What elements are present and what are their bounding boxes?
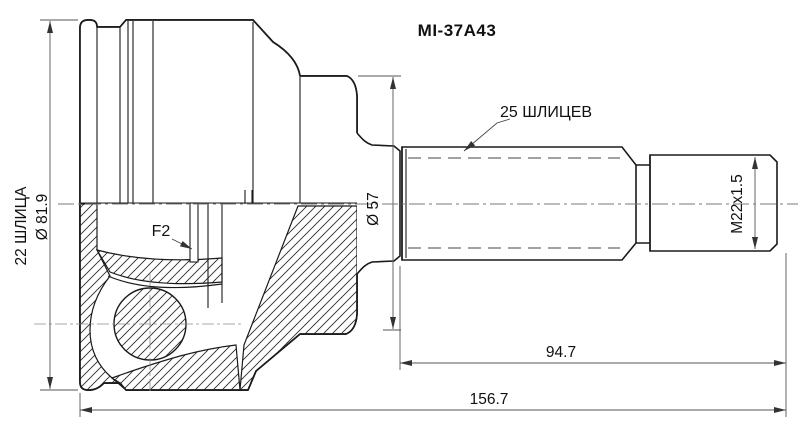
annotations: MI-37A43 25 ШЛИЦЕВ F2 22 ШЛИЦА Ø 81.9 Ø … [13,21,746,408]
section-bottom-band [110,344,241,391]
part-number-label: MI-37A43 [418,21,497,40]
spline-root-lines [408,157,620,249]
leader-snap-ring [171,238,193,250]
thread-section [649,154,778,252]
snap-ring-label: F2 [152,223,171,240]
spline-section [401,146,637,261]
thread-spec-label: M22x1.5 [729,174,746,233]
snap-ring-groove-feature [189,202,199,263]
body-diameter-label: Ø 81.9 [34,194,51,241]
dimensions [40,19,787,417]
section-right-wedge [239,205,358,391]
step-diameter-label: Ø 57 [365,192,382,226]
output-shaft [356,132,778,275]
ball-center-crosshair [34,274,242,392]
cv-joint-body [34,19,358,392]
shaft-neck-groove [636,164,650,244]
shaft-length-label: 94.7 [546,344,576,361]
cage-arc-upper [107,275,223,289]
body-internal-edges [80,21,357,204]
leader-outer-splines [463,118,511,152]
inner-splines-label: 22 ШЛИЦА [13,186,30,266]
shaft-shoulder [356,132,401,275]
outer-splines-label: 25 ШЛИЦЕВ [500,104,592,121]
bore-channel [207,203,223,308]
total-length-label: 156.7 [470,391,509,408]
